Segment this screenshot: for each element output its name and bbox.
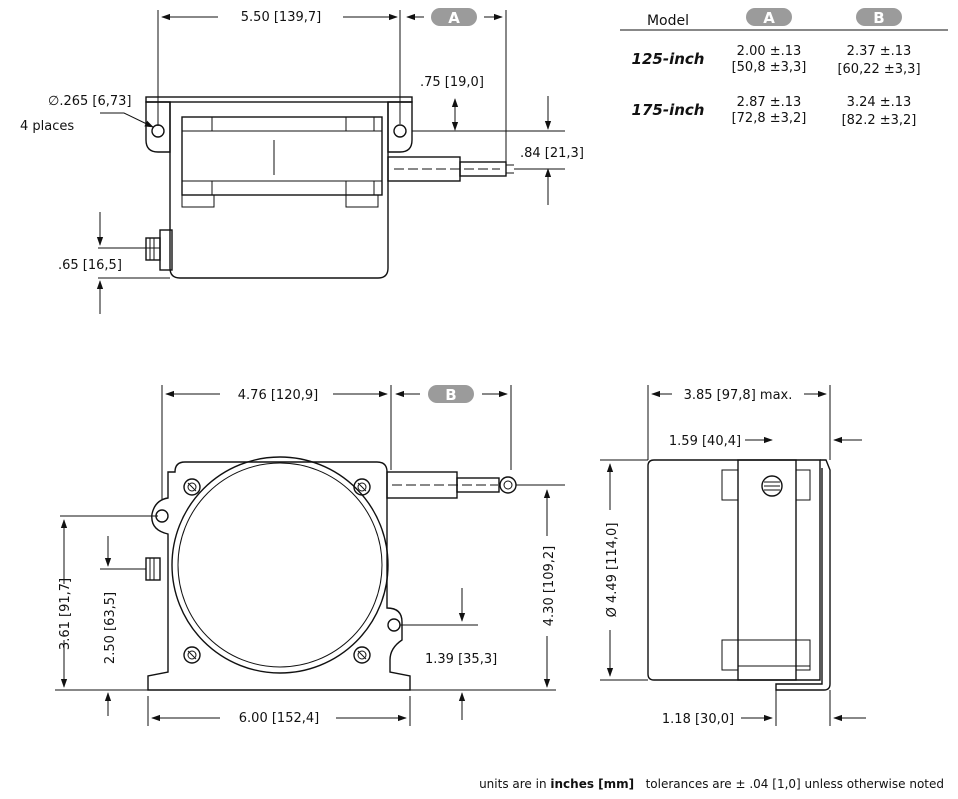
screw-icon [353,478,371,496]
screw-icon [183,646,201,664]
table-header-b-pill [856,8,902,26]
screw-icon [353,646,371,664]
dim-a-pill [431,8,477,26]
height-dim-1: 3.61 [91,7] [58,578,73,650]
table-cell-b-mm: [82.2 ±3,2] [842,113,917,128]
table-cell-a-in: 2.87 ±.13 [737,95,802,110]
table-cell-b-in: 3.24 ±.13 [847,95,912,110]
base-dim: 6.00 [152,4] [239,711,319,726]
depth-dim: 3.85 [97,8] max. [684,388,793,403]
mount-hole [387,618,401,632]
hole-dim-note: 4 places [20,119,74,134]
units-note: units are in inches [mm] tolerances are … [479,777,944,791]
front-width-dim: 4.76 [120,9] [238,388,318,403]
table-header-a: A [763,9,775,27]
drum-outer [171,456,389,674]
connector-icon [145,237,161,261]
screw-icon [761,475,783,497]
side-view: 3.85 [97,8] max. 1.59 [40,4] Ø 4.49 [114… [600,385,866,727]
units-note-prefix: units are in [479,777,551,791]
partial-dim: 1.59 [40,4] [669,434,741,449]
dim-a-label: A [448,9,460,27]
screw-icon [183,478,201,496]
mount-hole [393,124,407,138]
connector-dim: .65 [16,5] [58,258,122,273]
bottom-dim: 1.39 [35,3] [425,652,497,667]
connector-icon [145,557,161,581]
dim-b-pill [428,385,474,403]
mount-hole [151,124,165,138]
cable-dim: .84 [21,3] [520,146,584,161]
table-header-a-pill [746,8,792,26]
table-cell-a-in: 2.00 ±.13 [737,44,802,59]
dimension-table: Model A B 125-inch 2.00 ±.13 [50,8 ±3,3]… [620,8,948,128]
units-note-suffix: tolerances are ± .04 [1,0] unless otherw… [634,777,944,791]
table-header-b: B [873,9,884,27]
table-cell-b-in: 2.37 ±.13 [847,44,912,59]
top-width-dim: 5.50 [139,7] [241,10,321,25]
dim-b-label: B [445,386,456,404]
table-row-model: 125-inch [632,50,705,68]
units-note-units: inches [mm] [550,777,635,791]
top-view: 5.50 [139,7] A ∅.265 [20,8,584,314]
table-row-model: 175-inch [632,101,705,119]
offset-dim: .75 [19,0] [420,75,484,90]
height-dim-2: 2.50 [63,5] [103,592,118,664]
front-view: 4.76 [120,9] B [55,385,565,726]
hole-dim: ∅.265 [6,73] [48,94,132,109]
drum-inner [177,462,383,668]
table-cell-a-mm: [50,8 ±3,3] [732,60,807,75]
diameter-dim: Ø 4.49 [114,0] [605,523,620,618]
cable-eyelet [499,476,517,494]
table-header-model: Model [647,13,689,29]
table-cell-a-mm: [72,8 ±3,2] [732,111,807,126]
height-dim-3: 4.30 [109,2] [542,546,557,626]
side-base-dim: 1.18 [30,0] [662,712,734,727]
table-cell-b-mm: [60,22 ±3,3] [837,62,920,77]
